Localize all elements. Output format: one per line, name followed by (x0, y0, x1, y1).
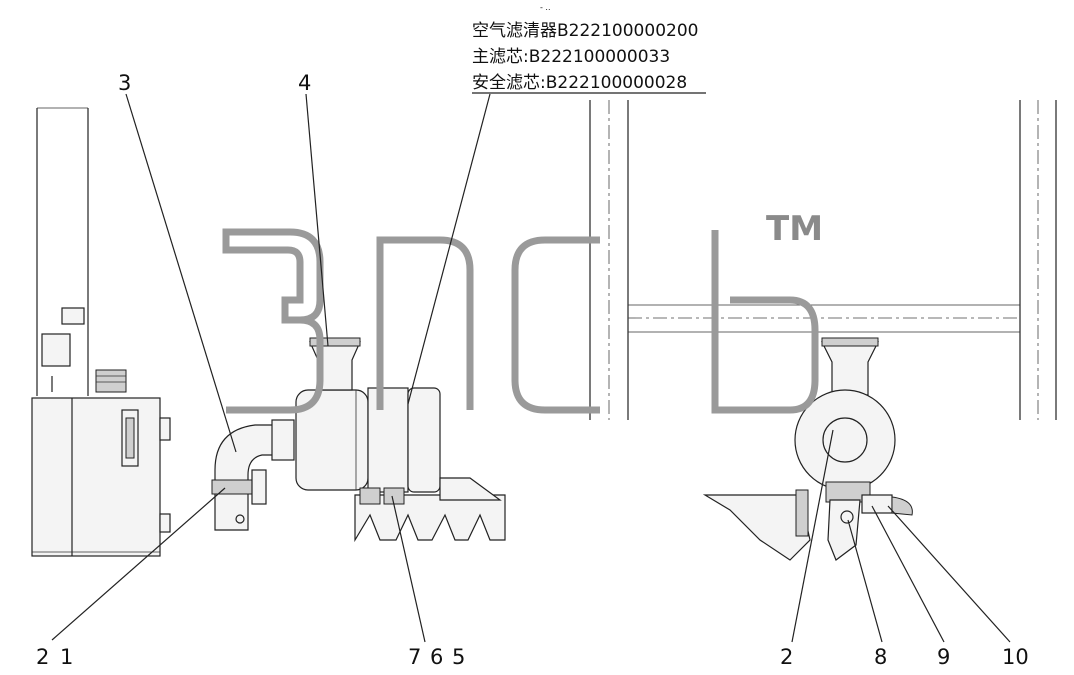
hydraulic-tank (31, 397, 161, 557)
callout-9: 9 (937, 645, 950, 669)
note-safety-element: 安全滤芯:B222100000028 (472, 73, 687, 93)
right-view (589, 100, 1057, 561)
rain-cap-side-rim (821, 337, 879, 347)
elbow-hose (214, 424, 281, 531)
callout-4: 4 (298, 71, 311, 95)
tank-fitting-lower (159, 513, 171, 533)
filter-outlet (822, 417, 868, 463)
leader-4 (305, 93, 329, 347)
level-gauge-window (125, 417, 135, 459)
notes-block: 空气滤清器B222100000200 主滤芯:B222100000033 安全滤… (472, 21, 706, 94)
watermark-letter-1b (226, 316, 324, 414)
watermark-trademark: TM (766, 209, 823, 249)
callout-10: 10 (1002, 645, 1029, 669)
callout-7: 7 (408, 645, 421, 669)
callout-2-left: 2 (36, 645, 49, 669)
bracket-stud (795, 489, 809, 537)
rain-cap-side (821, 341, 879, 396)
callout-1: 1 (60, 645, 73, 669)
filter-housing-middle (367, 387, 409, 493)
side-bracket (702, 494, 811, 561)
note-main-element: 主滤芯:B222100000033 (472, 47, 670, 67)
bracket-clip (61, 307, 85, 325)
watermark: TM (222, 209, 823, 414)
hose-bracket (251, 469, 267, 505)
pipe-fitting (861, 494, 893, 514)
callout-5: 5 (452, 645, 465, 669)
watermark-letter-1 (222, 228, 324, 324)
note-air-filter: 空气滤清器B222100000200 (472, 21, 698, 41)
tank-cap (95, 369, 127, 393)
leader-lines (51, 93, 1011, 643)
watermark-letter-2 (376, 236, 474, 410)
dust-valve (827, 499, 861, 561)
leader-7-6-5 (391, 495, 426, 643)
leader-2-right (791, 429, 834, 643)
leader-3 (125, 93, 237, 453)
column-plate (41, 333, 71, 367)
left-view (31, 107, 506, 557)
mount-clamp-b (383, 487, 405, 505)
leader-note (407, 93, 491, 405)
leader-10 (887, 505, 1011, 643)
callout-2-right: 2 (780, 645, 793, 669)
hose-clamp-lower (211, 479, 253, 495)
leader-8 (847, 519, 883, 643)
leader-2-1 (51, 487, 226, 641)
watermark-letter-3 (511, 236, 600, 414)
hose-end (891, 496, 913, 516)
callouts: 3 4 2 1 7 6 5 2 8 9 10 (36, 71, 1029, 669)
watermark-letter-4 (711, 230, 819, 414)
hose-bolt (235, 514, 245, 524)
filter-housing-cap (407, 387, 441, 493)
leader-9 (871, 505, 945, 643)
inlet-coupling (271, 419, 295, 461)
callout-6: 6 (430, 645, 443, 669)
callout-3: 3 (118, 71, 131, 95)
bracket-gusset (439, 477, 502, 501)
mount-clamp-a (359, 487, 381, 505)
tank-fitting-upper (159, 417, 171, 441)
filter-mount-bracket (354, 494, 506, 543)
valve-fitting (840, 510, 854, 524)
callout-8: 8 (874, 645, 887, 669)
rain-cap-rim (309, 337, 361, 347)
top-mark: - .. (540, 3, 551, 12)
